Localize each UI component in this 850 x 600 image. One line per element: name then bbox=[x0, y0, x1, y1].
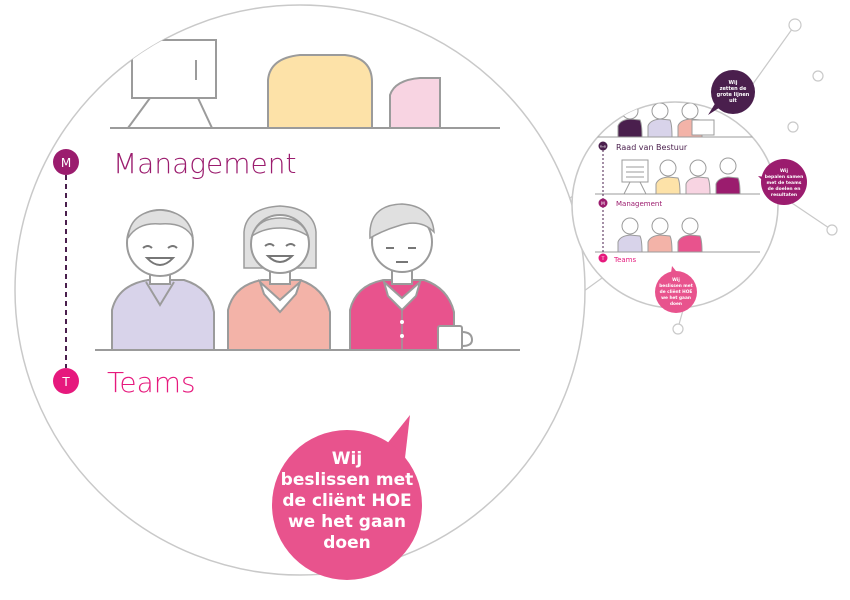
speech-bubble-large: Wij beslissen met de cliënt HOE we het g… bbox=[272, 415, 422, 580]
mini-bubble-bottom-line-3: de cliënt HOE bbox=[660, 289, 693, 295]
speech-bubble-line-2: beslissen met bbox=[281, 470, 414, 490]
mini-management-label: Management bbox=[616, 200, 662, 208]
mini-management-badge bbox=[598, 198, 608, 208]
teams-badge bbox=[53, 368, 79, 394]
management-badge bbox=[53, 149, 79, 175]
teams-badge-letter: T bbox=[61, 375, 70, 389]
mini-bubble-bottom-line-1: Wij bbox=[672, 277, 680, 283]
mini-bubble-bottom: Wij beslissen met de cliënt HOE we het g… bbox=[655, 266, 697, 313]
mini-raad-label: Raad van Bestuur bbox=[616, 143, 688, 152]
mini-bubble-top: Wij zetten de grote lijnen uit bbox=[708, 70, 755, 115]
speech-bubble-line-1: Wij bbox=[332, 449, 362, 469]
mini-teams-badge-text: T bbox=[601, 256, 605, 262]
management-badge-letter: M bbox=[61, 156, 71, 170]
zoom-circle: M Management T Teams bbox=[14, 4, 586, 576]
mini-rvb-sign: RVB STRATEGIE bbox=[588, 102, 616, 127]
mini-whiteboard bbox=[621, 159, 649, 195]
mini-bubble-mid-line-2: bepalen samen bbox=[765, 174, 804, 180]
mini-bubble-mid-line-4: de doelen en bbox=[768, 186, 801, 192]
mini-teams-badge bbox=[598, 253, 608, 263]
mini-rvb-caption-2: STRATEGIE bbox=[592, 114, 611, 118]
mini-management-badge-text: M bbox=[601, 201, 605, 207]
mini-bubble-mid-line-3: met de teams bbox=[767, 180, 802, 186]
management-label: Management bbox=[113, 147, 296, 180]
mini-people-row-2 bbox=[655, 157, 741, 195]
mini-bubble-top-line-3: grote lijnen bbox=[717, 92, 750, 98]
mini-bubble-bottom-line-4: we het gaan bbox=[661, 295, 691, 301]
mini-bubble-top-line-1: Wij bbox=[729, 80, 738, 86]
mini-rvb-caption-1: RVB bbox=[598, 109, 606, 113]
mini-bubble-top-line-2: zetten de bbox=[720, 86, 747, 92]
speech-bubble-line-3: de cliënt HOE bbox=[282, 491, 411, 511]
speech-bubble-line-4: we het gaan bbox=[288, 512, 406, 532]
mini-raad-badge bbox=[598, 141, 608, 151]
person-lavender bbox=[111, 209, 215, 351]
mini-teams-label: Teams bbox=[613, 256, 637, 264]
person-yellow-torso bbox=[267, 54, 373, 129]
teams-label: Teams bbox=[107, 366, 196, 399]
person-pink-torso bbox=[389, 77, 441, 129]
mini-bubble-mid-line-5: resultaten bbox=[771, 192, 797, 198]
mini-bubble-top-line-4: uit bbox=[729, 98, 737, 104]
person-salmon bbox=[227, 205, 331, 351]
mini-people-row-3 bbox=[617, 217, 703, 253]
mini-bubble-bottom-line-5: doen bbox=[670, 301, 682, 307]
speech-bubble-line-5: doen bbox=[323, 533, 370, 553]
person-pink bbox=[349, 203, 455, 351]
mini-bubble-mid: Wij bepalen samen met de teams de doelen… bbox=[758, 159, 807, 205]
mini-bubble-mid-line-1: Wij bbox=[780, 168, 789, 174]
mini-bubble-bottom-line-2: beslissen met bbox=[659, 283, 693, 289]
mini-raad-badge-text: RvB bbox=[600, 145, 606, 149]
